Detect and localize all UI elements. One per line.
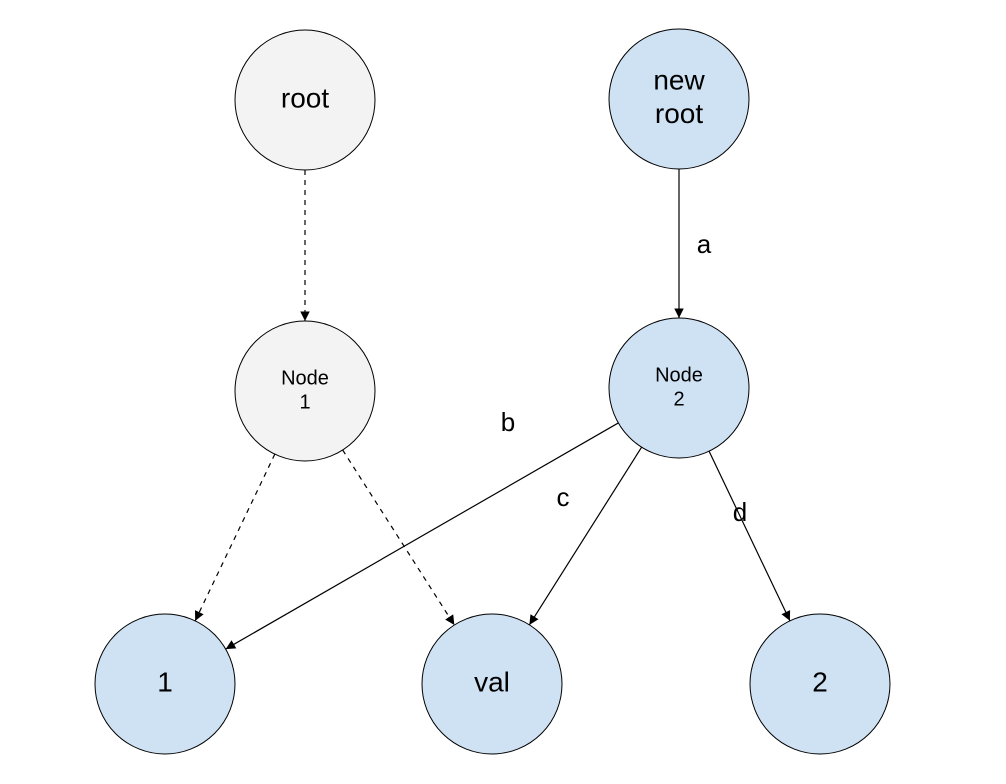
edge-label-d: d bbox=[733, 497, 747, 527]
edge-node-2-to-leaf-1 bbox=[225, 422, 619, 650]
node-leaf-1: 1 bbox=[94, 613, 236, 755]
node-label: 2 bbox=[812, 666, 828, 697]
node-label: val bbox=[474, 666, 510, 697]
node-label: root bbox=[655, 98, 703, 129]
node-circle bbox=[608, 317, 750, 459]
node-circle bbox=[94, 613, 236, 755]
node-label: 2 bbox=[673, 388, 684, 410]
node-circle bbox=[608, 28, 750, 170]
node-label: 1 bbox=[299, 391, 310, 413]
node-circle bbox=[234, 320, 376, 462]
node-label: 1 bbox=[157, 666, 173, 697]
edge-node-2-to-leaf-2 bbox=[708, 450, 791, 622]
edge-label-b: b bbox=[501, 407, 515, 437]
node-circle bbox=[234, 29, 376, 171]
node-label: Node bbox=[655, 364, 703, 386]
node-circle bbox=[421, 613, 563, 755]
node-leaf-2: 2 bbox=[749, 613, 891, 755]
edge-node-1-to-leaf-val bbox=[342, 449, 455, 626]
edge-node-1-to-leaf-1 bbox=[194, 453, 276, 622]
node-label: new bbox=[653, 65, 705, 96]
node-root: root bbox=[234, 29, 376, 171]
node-circle bbox=[749, 613, 891, 755]
node-label: root bbox=[281, 82, 329, 113]
node-label: Node bbox=[281, 367, 329, 389]
edge-node-2-to-leaf-val bbox=[528, 446, 643, 626]
node-leaf-val: val bbox=[421, 613, 563, 755]
edge-label-a: a bbox=[697, 229, 712, 259]
edge-label-c: c bbox=[557, 482, 570, 512]
edges-layer: a b c d bbox=[194, 169, 791, 650]
